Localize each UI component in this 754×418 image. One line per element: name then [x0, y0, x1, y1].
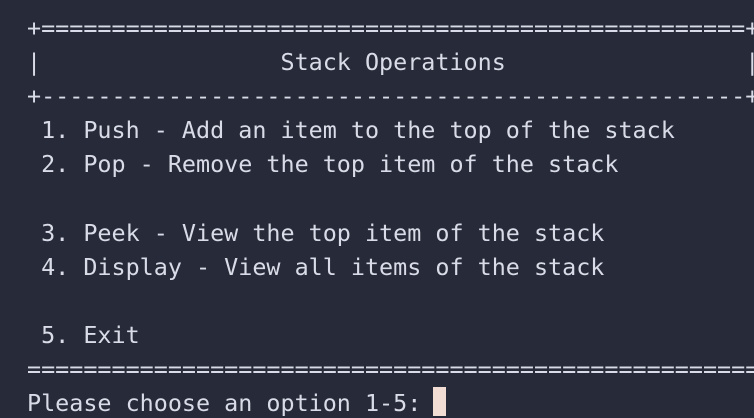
menu-bottom-border: ========================================…	[27, 355, 754, 383]
menu-option-display: 4. Display - View all items of the stack	[27, 253, 605, 281]
input-prompt: Please choose an option 1-5:	[27, 389, 436, 417]
menu-title-divider: +---------------------------------------…	[27, 82, 754, 110]
menu-option-peek: 3. Peek - View the top item of the stack	[27, 219, 605, 247]
menu-option-exit: 5. Exit	[27, 321, 140, 349]
text-cursor[interactable]	[433, 387, 446, 416]
menu-title: | Stack Operations |	[27, 48, 754, 76]
menu-top-border: +=======================================…	[27, 14, 754, 42]
menu-option-pop: 2. Pop - Remove the top item of the stac…	[27, 150, 619, 178]
menu-option-push: 1. Push - Add an item to the top of the …	[27, 116, 675, 144]
